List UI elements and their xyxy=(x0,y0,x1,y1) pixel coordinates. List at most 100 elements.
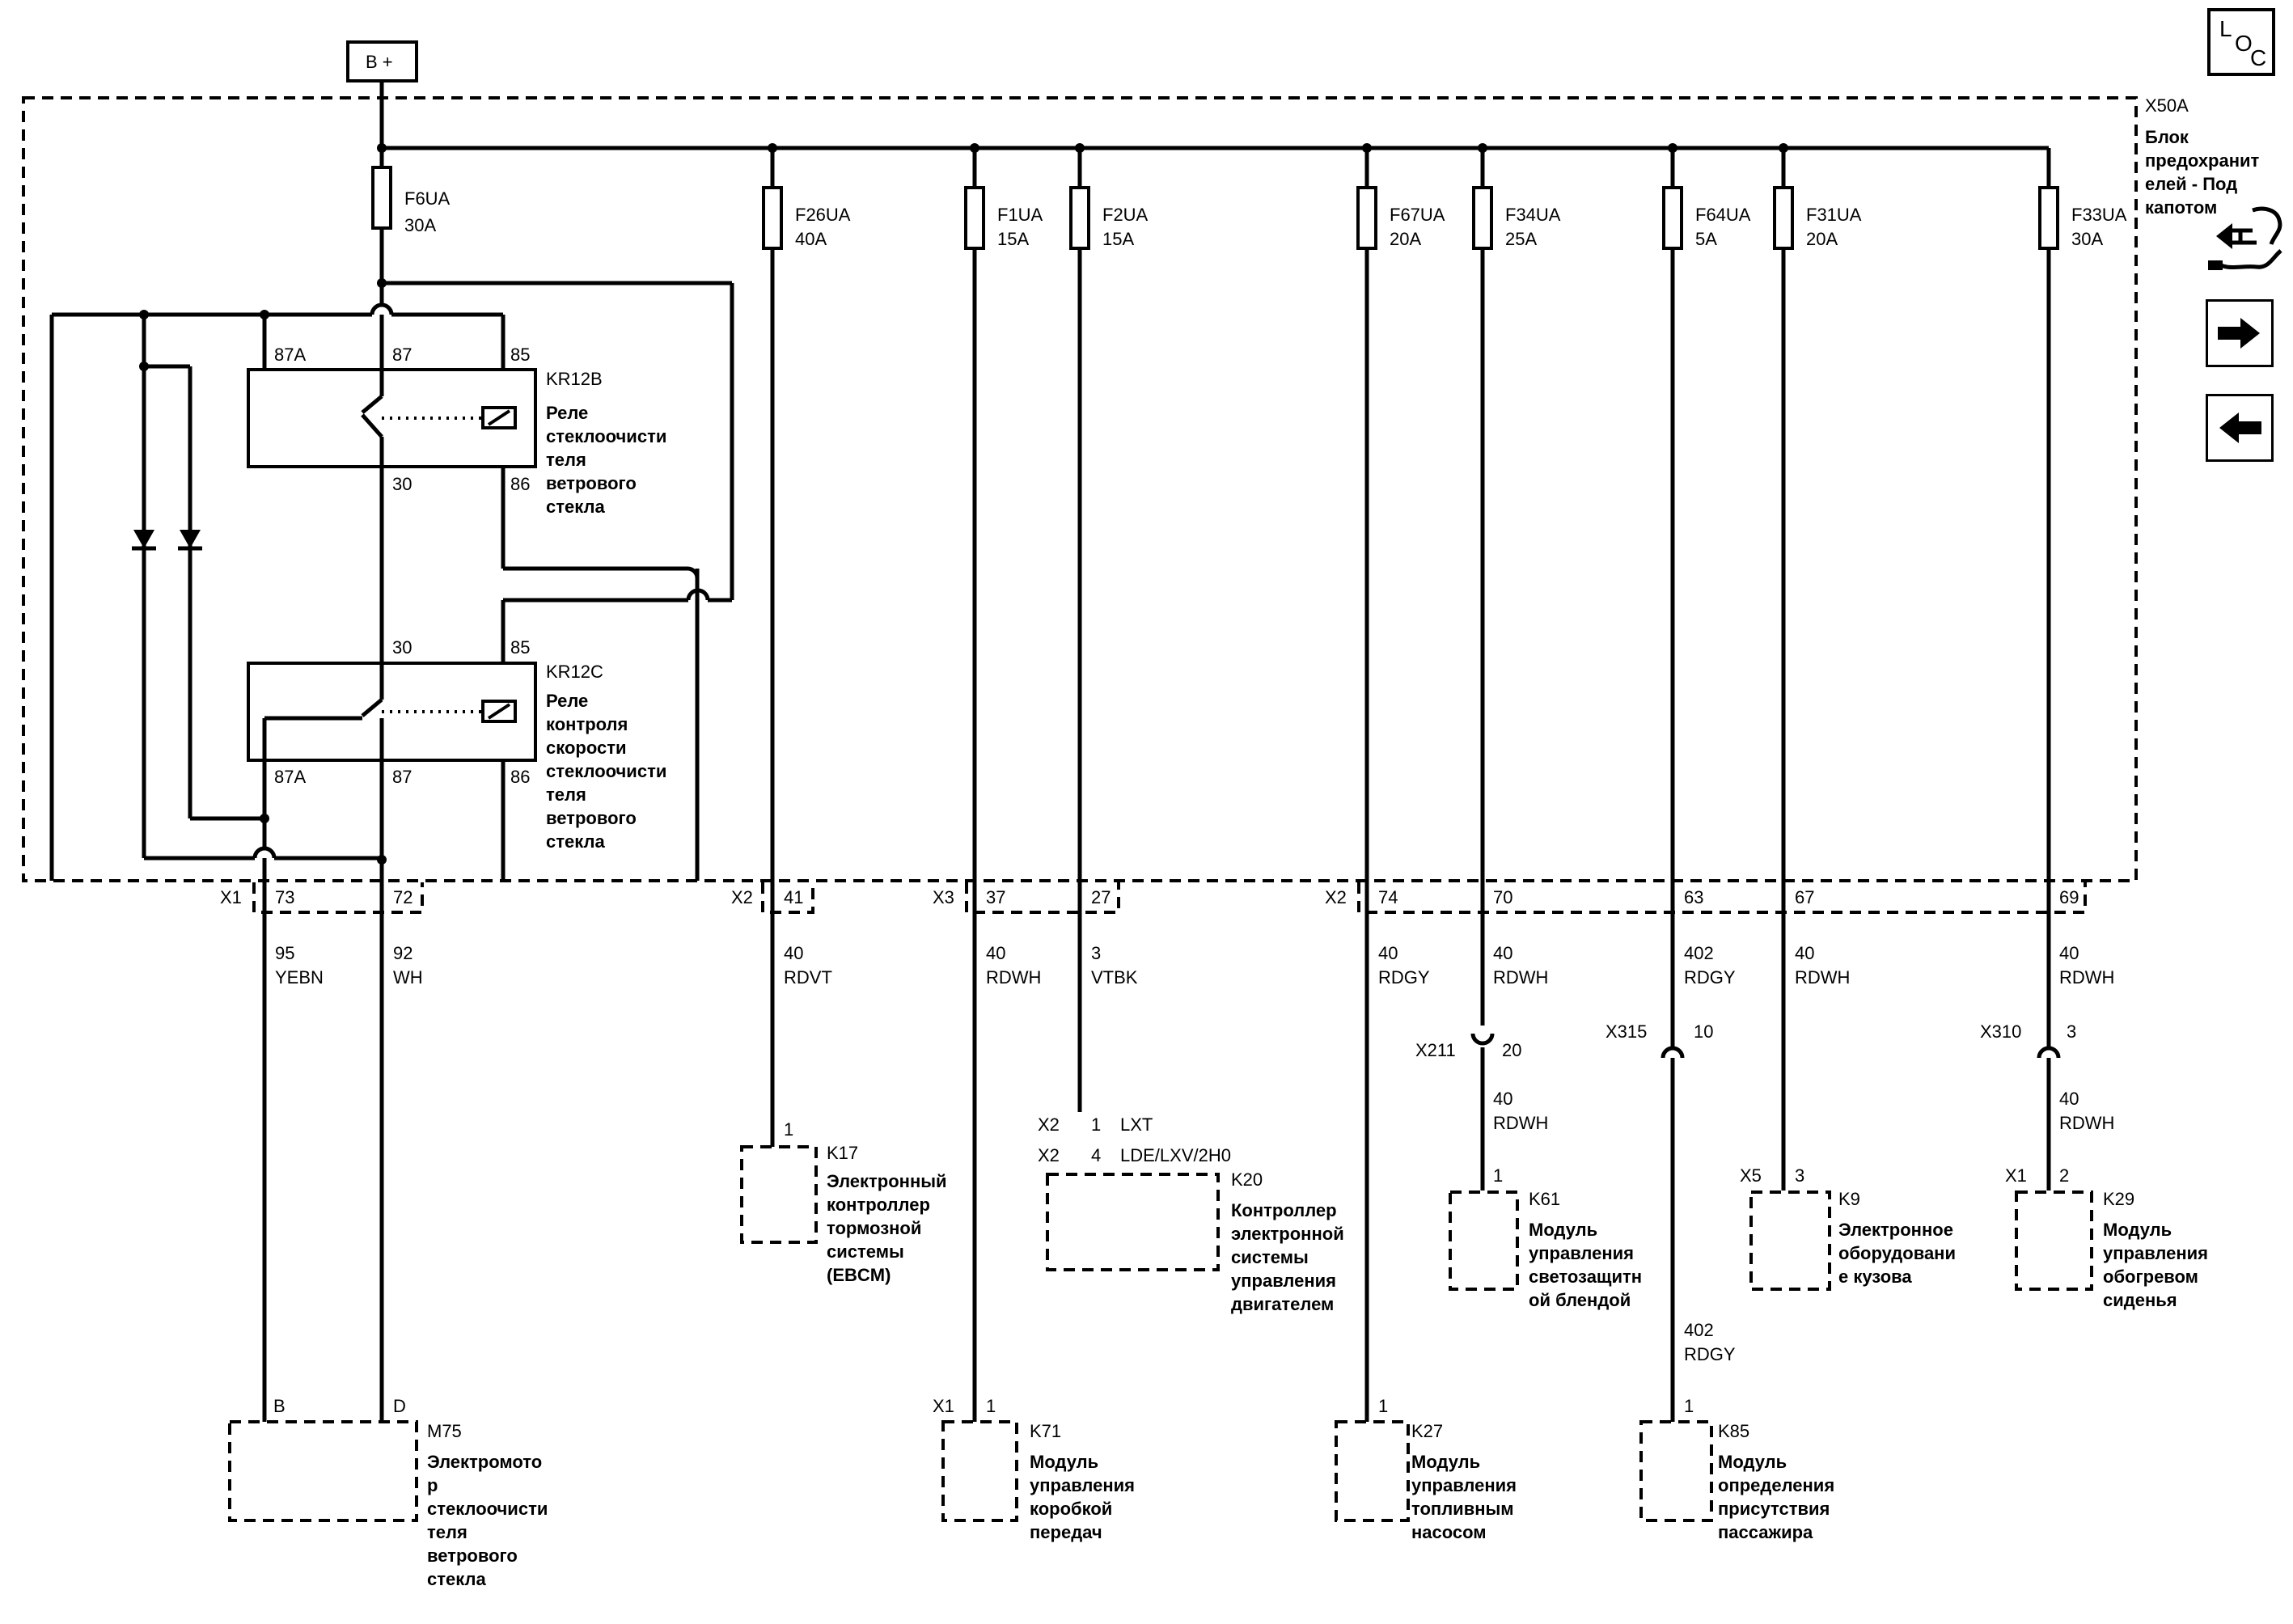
relay-kr12b-labels: 87A 87 85 30 86 KR12B Реле стеклоочисти … xyxy=(274,345,666,517)
svg-text:Электронное: Электронное xyxy=(1838,1220,1953,1240)
svg-text:оборудовани: оборудовани xyxy=(1838,1243,1956,1263)
fuse-f34ua: F34UA 25A xyxy=(1472,148,1561,881)
svg-text:стеклоочисти: стеклоочисти xyxy=(546,761,666,781)
svg-text:определения: определения xyxy=(1718,1475,1834,1495)
svg-text:40: 40 xyxy=(1493,1089,1512,1109)
svg-text:Контроллер: Контроллер xyxy=(1231,1200,1337,1220)
svg-text:85: 85 xyxy=(510,345,530,365)
svg-text:управления: управления xyxy=(1030,1475,1135,1495)
arrow-right-icon xyxy=(2218,318,2260,349)
wiring-harness-icon[interactable] xyxy=(2208,206,2282,270)
svg-text:WH: WH xyxy=(393,967,423,988)
svg-text:VTBK: VTBK xyxy=(1091,967,1138,988)
svg-text:стекла: стекла xyxy=(546,497,606,517)
connector-x315-pin: 10 xyxy=(1694,1021,1713,1042)
svg-text:тормозной: тормозной xyxy=(827,1218,921,1238)
svg-text:70: 70 xyxy=(1493,887,1512,907)
svg-text:RDGY: RDGY xyxy=(1684,967,1736,988)
svg-text:15A: 15A xyxy=(997,229,1029,249)
svg-text:87A: 87A xyxy=(274,345,306,365)
relay-kr12c-box xyxy=(247,662,537,762)
svg-text:40A: 40A xyxy=(795,229,827,249)
svg-text:1: 1 xyxy=(1378,1396,1388,1416)
wiper-relay-circuit xyxy=(49,278,734,881)
svg-text:Реле: Реле xyxy=(546,403,588,423)
svg-text:15A: 15A xyxy=(1102,229,1134,249)
svg-text:стекла: стекла xyxy=(427,1569,487,1589)
svg-text:3: 3 xyxy=(1795,1165,1804,1186)
svg-text:ветрового: ветрового xyxy=(546,473,637,493)
svg-text:контроллер: контроллер xyxy=(827,1195,930,1215)
connector-pins: 73 72 41 37 27 74 70 63 67 69 xyxy=(275,887,2079,907)
svg-text:37: 37 xyxy=(986,887,1005,907)
svg-text:управления: управления xyxy=(1411,1475,1517,1495)
svg-text:87A: 87A xyxy=(274,767,306,787)
output-wires xyxy=(262,881,2061,1422)
svg-text:F34UA: F34UA xyxy=(1505,205,1561,225)
svg-text:K71: K71 xyxy=(1030,1421,1061,1441)
svg-text:Электронный: Электронный xyxy=(827,1171,947,1191)
svg-text:LDE/LXV/2H0: LDE/LXV/2H0 xyxy=(1120,1145,1231,1165)
connector-x211-pin: 20 xyxy=(1502,1040,1521,1060)
svg-text:L: L xyxy=(2219,16,2232,41)
svg-text:Модуль: Модуль xyxy=(1030,1452,1098,1472)
connector-x315: X315 xyxy=(1606,1021,1647,1042)
power-source-label: B + xyxy=(366,52,393,72)
component-k27: 1 K27 Модуль управления топливным насосо… xyxy=(1335,1396,1517,1542)
svg-text:B: B xyxy=(273,1396,286,1416)
svg-text:X1: X1 xyxy=(2005,1165,2027,1186)
svg-text:K20: K20 xyxy=(1231,1169,1263,1190)
svg-text:40: 40 xyxy=(1378,943,1398,963)
svg-text:Электромото: Электромото xyxy=(427,1452,542,1472)
svg-text:87: 87 xyxy=(392,345,412,365)
diode-icon xyxy=(133,530,154,548)
svg-text:X2: X2 xyxy=(1038,1145,1060,1165)
svg-text:светозащитн: светозащитн xyxy=(1529,1267,1642,1287)
svg-text:4: 4 xyxy=(1091,1145,1101,1165)
svg-text:р: р xyxy=(427,1475,438,1495)
svg-text:40: 40 xyxy=(1795,943,1814,963)
svg-text:KR12B: KR12B xyxy=(546,369,603,389)
component-k29: X1 2 K29 Модуль управления обогревом сид… xyxy=(2005,1165,2208,1310)
svg-text:X2: X2 xyxy=(1038,1114,1060,1135)
relay-kr12c-labels: 30 85 87A 87 86 KR12C Реле контроля скор… xyxy=(274,637,666,852)
svg-text:двигателем: двигателем xyxy=(1231,1294,1334,1314)
arrow-left-icon xyxy=(2219,412,2261,443)
svg-text:402: 402 xyxy=(1684,1320,1714,1340)
svg-text:(EBCM): (EBCM) xyxy=(827,1265,891,1285)
svg-text:30: 30 xyxy=(392,474,412,494)
svg-text:системы: системы xyxy=(1231,1247,1309,1267)
svg-text:K27: K27 xyxy=(1411,1421,1443,1441)
svg-text:управления: управления xyxy=(2103,1243,2208,1263)
svg-text:скорости: скорости xyxy=(546,738,627,758)
svg-text:электронной: электронной xyxy=(1231,1224,1344,1244)
svg-text:25A: 25A xyxy=(1505,229,1537,249)
component-k9: X5 3 K9 Электронное оборудовани е кузова xyxy=(1740,1165,1956,1291)
svg-text:F67UA: F67UA xyxy=(1390,205,1445,225)
svg-text:контроля: контроля xyxy=(546,714,628,734)
svg-text:2: 2 xyxy=(2059,1165,2069,1186)
loc-badge[interactable]: L O C xyxy=(2207,8,2275,76)
svg-text:насосом: насосом xyxy=(1411,1522,1487,1542)
svg-text:управления: управления xyxy=(1529,1243,1634,1263)
svg-text:63: 63 xyxy=(1684,887,1703,907)
svg-text:1: 1 xyxy=(1493,1165,1503,1186)
component-k85: 1 K85 Модуль определения присутствия пас… xyxy=(1639,1396,1834,1542)
svg-text:стекла: стекла xyxy=(546,831,606,852)
svg-text:е кузова: е кузова xyxy=(1838,1267,1912,1287)
svg-text:передач: передач xyxy=(1030,1522,1102,1542)
svg-text:M75: M75 xyxy=(427,1421,462,1441)
fuse-block-name-2: предохранит xyxy=(2145,150,2260,171)
connector-x2b: X2 xyxy=(1325,887,1347,907)
prev-page-button[interactable] xyxy=(2206,394,2274,462)
next-page-button[interactable] xyxy=(2206,299,2274,367)
svg-text:69: 69 xyxy=(2059,887,2079,907)
svg-text:40: 40 xyxy=(986,943,1005,963)
svg-text:Модуль: Модуль xyxy=(1529,1220,1597,1240)
svg-text:1: 1 xyxy=(1684,1396,1694,1416)
